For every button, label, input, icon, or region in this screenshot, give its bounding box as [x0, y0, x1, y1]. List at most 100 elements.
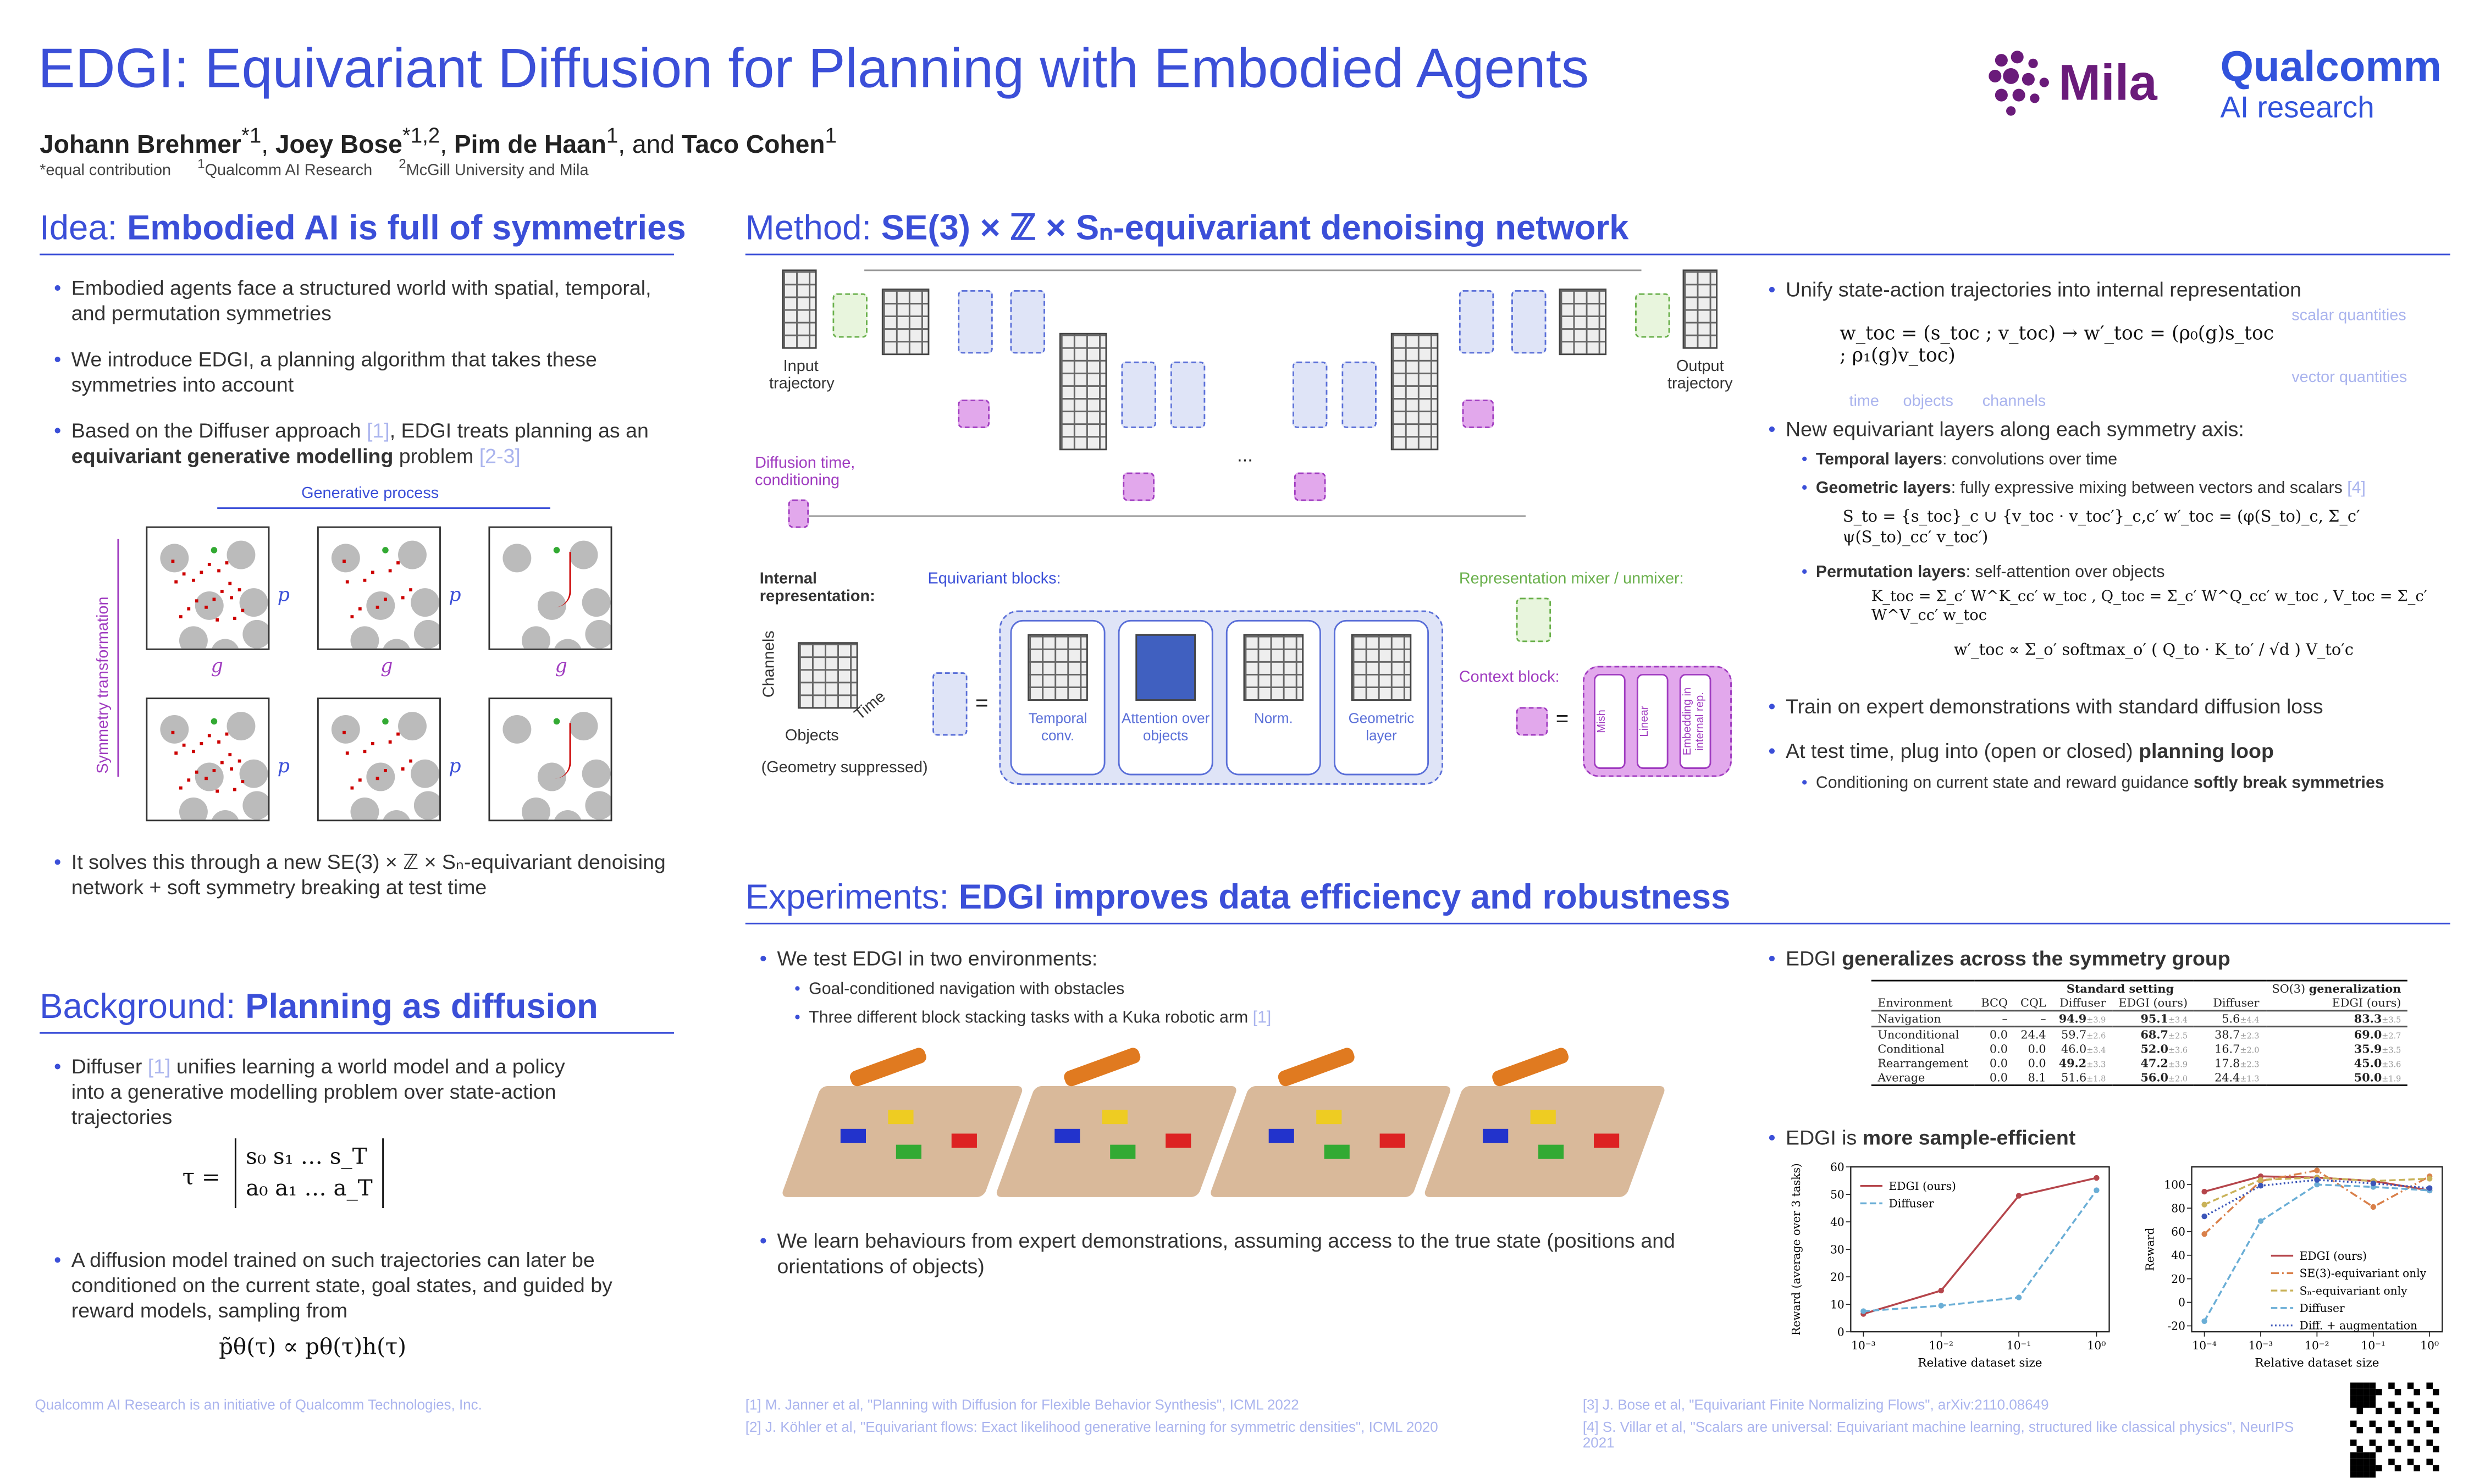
- trajectory-point: [401, 596, 405, 600]
- equivariant-block: [1511, 290, 1547, 354]
- qr-module: [2350, 1471, 2357, 1478]
- qr-module: [2407, 1382, 2414, 1389]
- goal-star-icon: [553, 718, 560, 725]
- time-input-block: [788, 499, 809, 528]
- affiliation-2: McGill University and Mila: [406, 162, 589, 180]
- trajectory-point: [220, 761, 224, 765]
- sublayer-label: Geometric layer: [1348, 710, 1415, 744]
- trajectory-point: [200, 571, 203, 574]
- citation-link[interactable]: [1]: [147, 1054, 171, 1078]
- input-trajectory-grid: [782, 269, 817, 349]
- data-point: [1938, 1287, 1944, 1294]
- method-bullet: At test time, plug into (open or closed)…: [1768, 739, 2436, 764]
- citation-link[interactable]: [1]: [1252, 1008, 1272, 1028]
- qr-module: [2350, 1388, 2357, 1396]
- obstacle-icon: [413, 619, 440, 649]
- obstacle-icon: [160, 544, 189, 573]
- qr-module: [2432, 1465, 2439, 1471]
- table-cell: 0.0: [1975, 1056, 2014, 1070]
- qr-module: [2388, 1458, 2395, 1465]
- y-tick-label: 80: [2171, 1201, 2185, 1215]
- qr-module: [2376, 1427, 2382, 1433]
- author: Taco Cohen: [681, 132, 825, 159]
- obstacle-icon: [239, 588, 268, 617]
- cell-value: –: [2002, 1011, 2008, 1026]
- x-axis-label: Relative dataset size: [2255, 1356, 2379, 1370]
- trajectory-point: [228, 582, 232, 585]
- trajectory-point: [217, 740, 220, 744]
- qr-module: [2356, 1408, 2363, 1415]
- attention-equation: K_toc = Σ_c′ W^K_cc′ w_toc , Q_toc = Σ_c…: [1871, 588, 2427, 625]
- cell-value: 16.7: [2215, 1042, 2240, 1056]
- qr-code-icon[interactable]: [2350, 1382, 2449, 1478]
- ellipsis: ...: [1236, 444, 1253, 467]
- table-group-header: SO(3) generalization: [2272, 981, 2401, 996]
- qr-module: [2426, 1420, 2433, 1427]
- block: [1054, 1128, 1080, 1143]
- citation-link[interactable]: [4]: [2347, 479, 2366, 498]
- method-subbullet: Permutation layers: self-attention over …: [1802, 561, 2165, 583]
- qr-module: [2394, 1408, 2401, 1415]
- obstacle-icon: [366, 591, 395, 620]
- table-cell: 94.9±3.9: [2052, 1011, 2112, 1027]
- robot-arm: [1490, 1046, 1571, 1088]
- objects-axis-label: Objects: [785, 728, 839, 745]
- matrix-row: s₀ s₁ … s_T: [246, 1144, 367, 1170]
- robot-scene: [995, 1086, 1239, 1197]
- affiliations: *equal contribution 1Qualcomm AI Researc…: [40, 155, 589, 180]
- data-point: [2094, 1187, 2100, 1193]
- obstacle-icon: [398, 712, 427, 741]
- cell-value: 68.7: [2140, 1027, 2169, 1042]
- qr-module: [2369, 1452, 2376, 1459]
- cell-value: 83.3: [2354, 1011, 2382, 1026]
- trajectory-point: [350, 615, 354, 618]
- qr-module: [2363, 1465, 2370, 1471]
- data-point: [2314, 1177, 2320, 1183]
- obstacle-icon: [227, 540, 256, 569]
- trajectory-point: [192, 578, 195, 582]
- cell-uncertainty: ±1.3: [2240, 1075, 2260, 1085]
- table-cell: 59.7±2.6: [2052, 1027, 2112, 1042]
- qr-module: [2363, 1452, 2370, 1459]
- x-tick-label: 10⁰: [2420, 1339, 2439, 1352]
- table-cell: 0.0: [1975, 1027, 2014, 1042]
- author-sup: 1: [606, 123, 618, 148]
- cell-value: 49.2: [2058, 1056, 2087, 1071]
- robot-scene: [780, 1086, 1024, 1197]
- data-point: [2015, 1193, 2022, 1199]
- qr-module: [2388, 1401, 2395, 1408]
- qr-module: [2356, 1382, 2363, 1389]
- author-sup: 1: [825, 123, 837, 148]
- qr-module: [2432, 1408, 2439, 1415]
- trajectory-point: [238, 759, 241, 763]
- author: Pim de Haan: [454, 132, 606, 159]
- method-bullet: Train on expert demonstrations with stan…: [1768, 694, 2436, 719]
- qr-module: [2376, 1388, 2382, 1396]
- citation-link[interactable]: [2-3]: [479, 444, 521, 468]
- context-subpart-label: Mish: [1597, 710, 1608, 733]
- cell-uncertainty: ±3.3: [2086, 1060, 2106, 1071]
- obstacle-icon: [211, 639, 240, 649]
- context-block: [1123, 472, 1155, 501]
- trajectory-point: [187, 607, 191, 611]
- obstacle-icon: [522, 797, 550, 820]
- representation-equation: w_toc = (s_toc ; v_toc) → w′_toc = (ρ₀(g…: [1840, 322, 2274, 367]
- trajectory-point: [217, 569, 220, 573]
- y-tick-label: 30: [1830, 1243, 1845, 1256]
- citation-link[interactable]: [1]: [366, 418, 390, 442]
- y-tick-label: 60: [1830, 1160, 1845, 1173]
- qr-module: [2426, 1401, 2433, 1408]
- diffusion-panel: [488, 526, 612, 650]
- cell-value: 50.0: [2354, 1070, 2382, 1085]
- idea-bullet: Embodied agents face a structured world …: [54, 276, 658, 326]
- result-bullet: EDGI generalizes across the symmetry gro…: [1768, 946, 2230, 972]
- p-arrow-label: p: [277, 755, 290, 777]
- data-point: [1938, 1303, 1944, 1309]
- robot-scene: [1423, 1086, 1666, 1197]
- background-heading: Background: Planning as diffusion: [40, 986, 598, 1026]
- matrix-row: a₀ a₁ … a_T: [246, 1176, 373, 1202]
- table-cell: 35.9±3.5: [2266, 1042, 2407, 1056]
- obstacle-icon: [502, 715, 532, 744]
- goal-star-icon: [211, 547, 218, 553]
- y-tick-label: 40: [2171, 1249, 2185, 1262]
